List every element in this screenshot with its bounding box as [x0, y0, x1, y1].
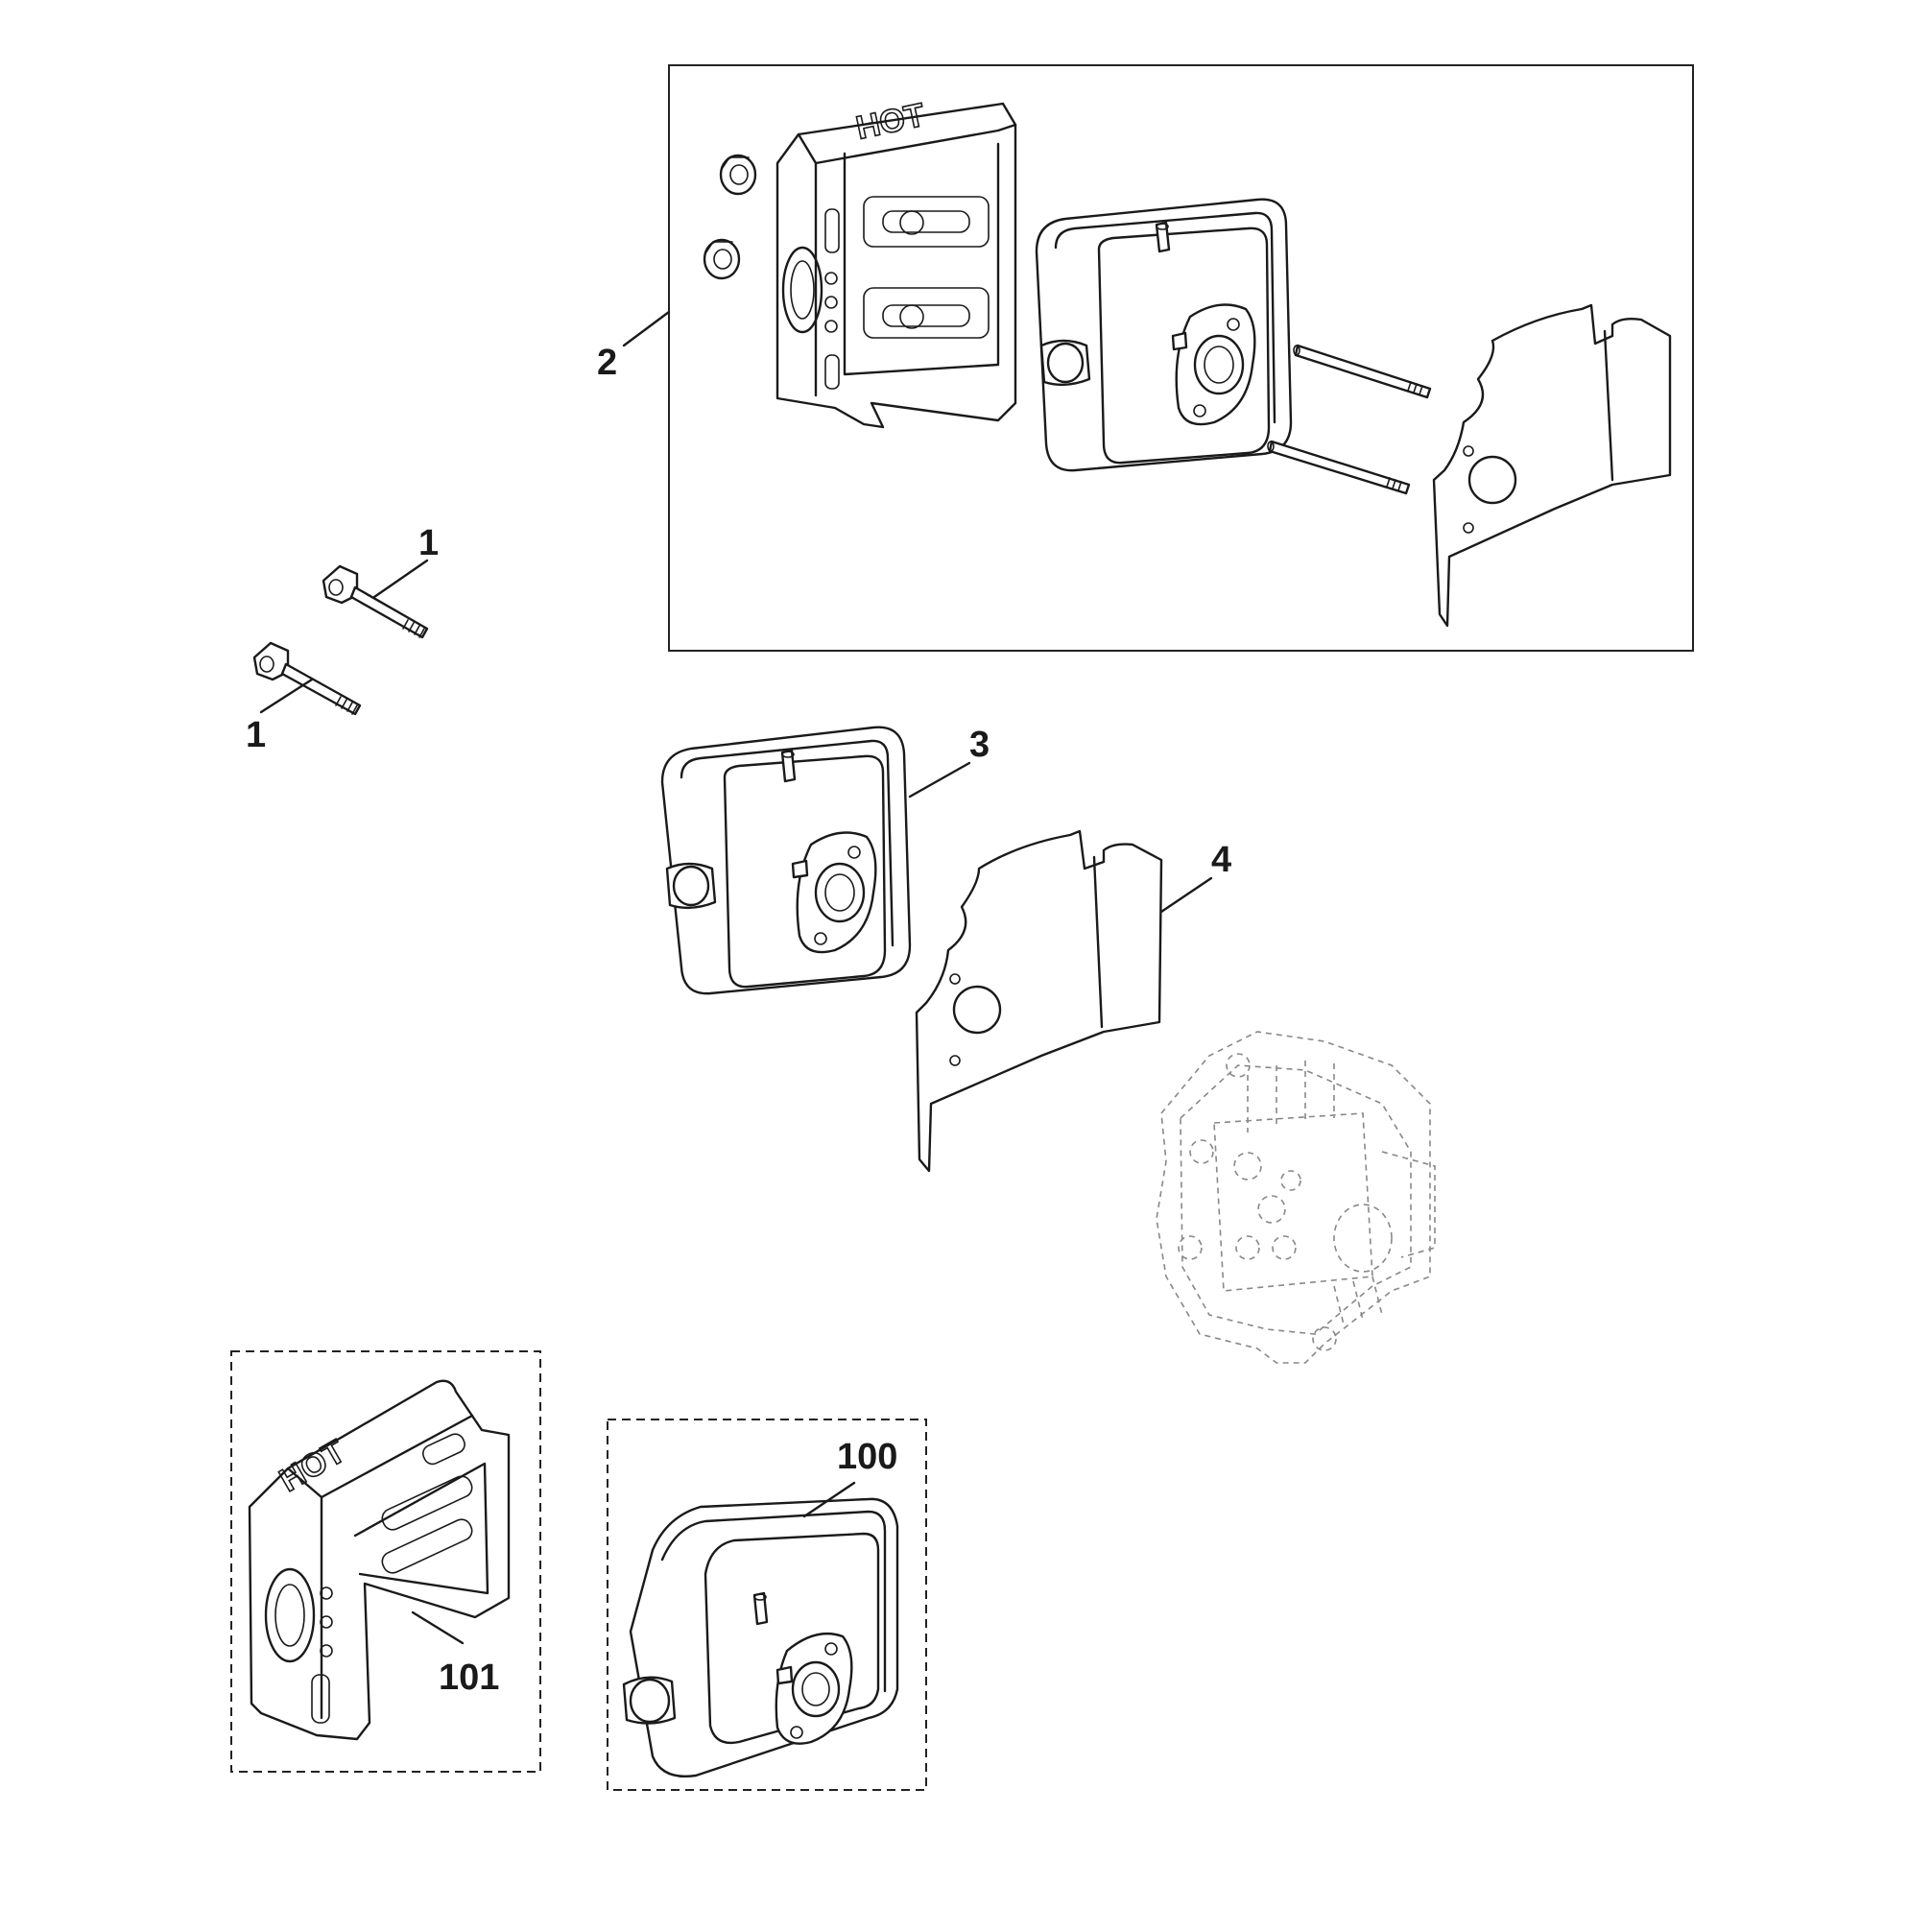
bolt-upper — [322, 564, 429, 639]
item-101-box — [230, 1350, 541, 1773]
engine-reference-outline — [1156, 1031, 1436, 1364]
flange-nut-lower — [703, 238, 741, 280]
kit-heat-shield: HOT — [775, 96, 1017, 429]
muffler-100 — [622, 1497, 899, 1777]
kit-stud-lower — [1267, 440, 1411, 495]
callout-100-leader — [802, 1481, 856, 1518]
callout-101: 101 — [439, 1658, 499, 1698]
callout-4-leader — [1159, 876, 1213, 914]
callout-3-leader — [908, 761, 971, 799]
callout-1-upper-leader — [372, 559, 429, 599]
callout-3: 3 — [969, 725, 990, 765]
kit-stud-upper — [1293, 344, 1432, 399]
flange-nut-upper — [719, 154, 757, 196]
muffler-3 — [660, 726, 912, 995]
callout-1-lower: 1 — [246, 715, 266, 755]
callout-1-lower-leader — [259, 678, 314, 714]
kit-box — [668, 64, 1694, 652]
gasket-4 — [915, 829, 1163, 1173]
bolt-lower — [252, 641, 362, 716]
callout-101-leader — [411, 1610, 465, 1645]
kit-gasket — [1432, 303, 1672, 628]
callout-100: 100 — [837, 1437, 897, 1477]
callout-2-leader — [622, 310, 671, 347]
callout-4: 4 — [1211, 840, 1231, 880]
callout-2: 2 — [597, 343, 617, 383]
callout-1-upper: 1 — [418, 523, 439, 563]
heat-shield-101: HOT — [248, 1379, 511, 1741]
item-100-box — [607, 1419, 927, 1791]
kit-muffler — [1035, 198, 1293, 472]
